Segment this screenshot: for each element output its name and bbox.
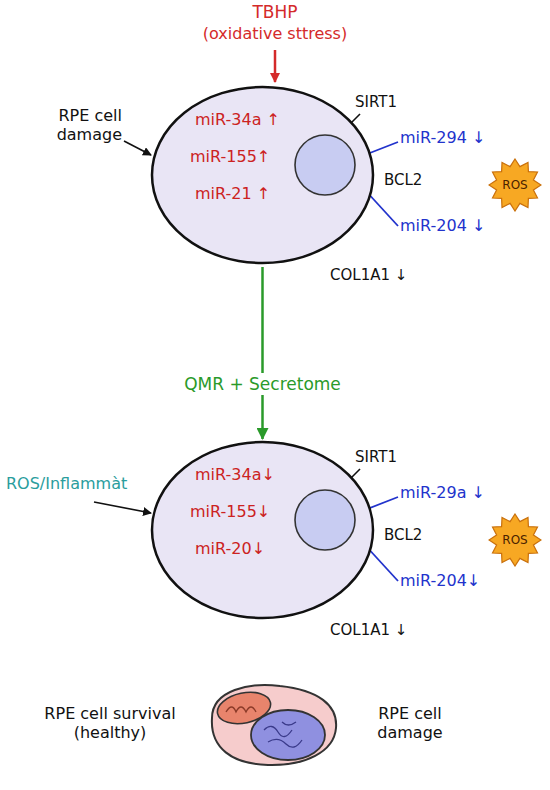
annotation-label: COL1A1 ↓ — [330, 266, 450, 284]
annotation-label: miR-204↓ — [400, 571, 520, 590]
annotation-label: BCL2 — [384, 526, 444, 544]
annotation-label: TBHP — [175, 2, 375, 22]
mirna-label: miR-155↓ — [190, 502, 270, 521]
annotation-label: SIRT1 — [355, 93, 415, 111]
cell-nucleus — [295, 135, 355, 195]
burst-shape — [489, 514, 541, 566]
annotation-label: BCL2 — [384, 171, 444, 189]
chromatin — [264, 722, 302, 747]
annotation-label: COL1A1 ↓ — [330, 621, 450, 639]
annotation-label: SIRT1 — [355, 448, 415, 466]
cell-ellipse: miR-34a↓ miR-155↓ miR-20↓ — [150, 440, 375, 620]
cell-membrane — [152, 87, 373, 263]
cell-body — [212, 685, 336, 765]
pointer-arrow — [94, 502, 151, 513]
annotation-label: RPE cell damage — [18, 106, 122, 144]
stress-arrow — [274, 50, 277, 82]
ros-label: ROS — [502, 533, 527, 547]
burst-shape — [489, 159, 541, 211]
ros-burst: ROS — [488, 513, 542, 567]
mirna-label: miR-20↓ — [195, 539, 265, 558]
ros-burst: ROS — [488, 158, 542, 212]
mirna-label: miR-21 ↑ — [195, 184, 270, 203]
nucleus — [251, 710, 325, 760]
cell-ellipse: miR-34a ↑ miR-155↑ miR-21 ↑ — [150, 85, 375, 265]
annotation-label: ROS/Inflammàt — [6, 474, 156, 493]
annotation-label: miR-294 ↓ — [400, 128, 520, 147]
cell-illustration — [212, 685, 336, 765]
pointer-arrow — [124, 141, 151, 155]
cristae — [226, 707, 256, 712]
annotation-label: miR-204 ↓ — [400, 216, 520, 235]
annotation-label: miR-29a ↓ — [400, 483, 520, 502]
annotation-label: (oxidative sttress) — [165, 24, 385, 43]
cell-nucleus — [295, 490, 355, 550]
edge-label: QMR + Secretome — [180, 373, 345, 395]
mirna-label: miR-34a ↑ — [195, 110, 280, 129]
mirna-label: miR-155↑ — [190, 147, 270, 166]
flow-arrow — [261, 267, 264, 439]
cell-membrane — [152, 442, 373, 618]
annotation-label: RPE cell survival (healthy) — [30, 704, 190, 742]
annotation-label: RPE cell damage — [345, 704, 475, 742]
mirna-label: miR-34a↓ — [195, 465, 275, 484]
ros-label: ROS — [502, 178, 527, 192]
